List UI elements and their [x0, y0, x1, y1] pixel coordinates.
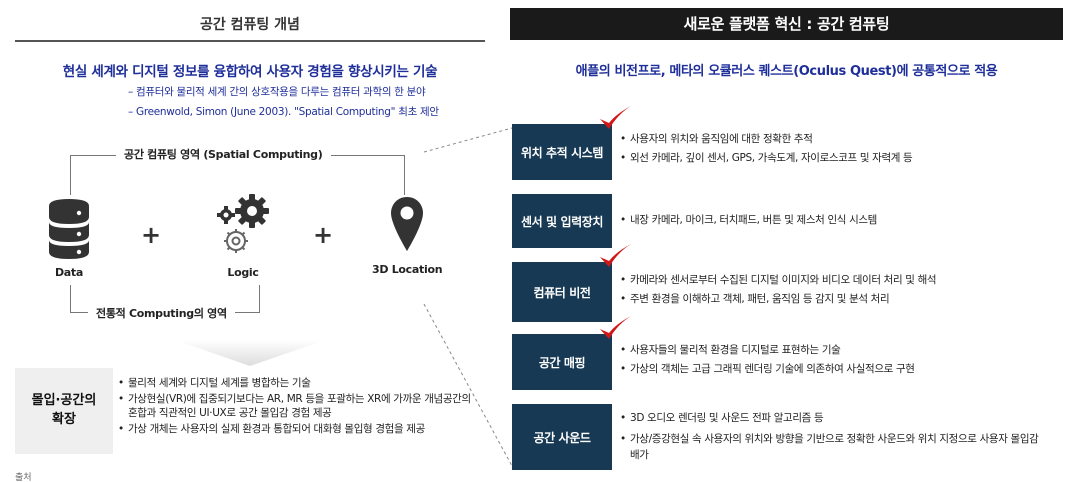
bullet-dot: • [118, 422, 124, 435]
system-bullet-item: • 주변 환경을 이해하고 객체, 패턴, 움직임 등 감지 및 분석 처리 [620, 290, 1060, 309]
system-bullet-text: 3D 오디오 렌더링 및 사운드 전파 알고리즘 등 [630, 412, 824, 424]
right-panel-header: 새로운 플랫폼 혁신 : 공간 컴퓨팅 [510, 8, 1063, 40]
bullet-dot: • [620, 412, 626, 424]
left-title-rule [15, 40, 485, 42]
system-bullet-text: 카메라와 센서로부터 수집된 디지털 이미지와 비디오 데이터 처리 및 해석 [630, 274, 937, 286]
system-desc-sensor-input: • 내장 카메라, 마이크, 터치패드, 버튼 및 제스처 인식 시스템 [620, 211, 1060, 230]
left-headline: 현실 세계와 디지털 정보를 융합하여 사용자 경험을 향상시키는 기술 [62, 64, 438, 80]
system-bullet-item: • 3D 오디오 렌더링 및 사운드 전파 알고리즘 등 [620, 409, 1060, 428]
checkmark-icon [600, 106, 631, 129]
system-box-spatial-mapping: 공간 매핑 [512, 334, 612, 390]
left-bullet-item: • 가상현실(VR)에 집중되기보다는 AR, MR 등을 포괄하는 XR에 가… [118, 392, 478, 421]
plus-sign-1: + [141, 221, 162, 249]
left-bullet-item: • 물리적 세계와 디지털 세계를 병합하는 기술 [118, 376, 478, 391]
database-icon [49, 199, 89, 259]
converge-fan-shape [175, 340, 325, 366]
location-pin-icon [391, 197, 423, 251]
plus-sign-2: + [313, 221, 334, 249]
left-sub-line-2: – Greenwold, Simon (June 2003). "Spatial… [128, 106, 439, 118]
bullet-dot: • [620, 363, 626, 375]
traditional-computing-label: 전통적 Computing의 영역 [88, 305, 235, 321]
system-box-spatial-sound: 공간 사운드 [512, 404, 612, 470]
system-box-sensor-input: 센서 및 입력장치 [512, 194, 612, 248]
bullet-dot: • [620, 274, 626, 286]
system-bullet-item: • 가상/증강현실 속 사용자의 위치와 방향을 기반으로 정확한 사운드와 위치… [620, 431, 1040, 463]
system-bullet-item: • 내장 카메라, 마이크, 터치패드, 버튼 및 제스처 인식 시스템 [620, 211, 1060, 230]
system-bullet-text: 내장 카메라, 마이크, 터치패드, 버튼 및 제스처 인식 시스템 [630, 214, 877, 226]
bullet-dot: • [118, 392, 124, 405]
system-desc-spatial-sound: • 3D 오디오 렌더링 및 사운드 전파 알고리즘 등 • 가상/증강현실 속 사… [620, 409, 1060, 463]
system-bullet-item: • 사용자의 위치와 움직임에 대한 정확한 추적 [620, 130, 1060, 149]
left-footnote: 출처 [15, 473, 32, 482]
system-bullet-item: • 카메라와 센서로부터 수집된 디지털 이미지와 비디오 데이터 처리 및 해석 [620, 271, 1060, 290]
system-bullet-text: 사용자들의 물리적 환경을 디지털로 표현하는 기술 [630, 344, 841, 356]
3d-location-label: 3D Location [372, 263, 443, 276]
system-desc-spatial-mapping: • 사용자들의 물리적 환경을 디지털로 표현하는 기술 • 가상의 객체는 고급 … [620, 341, 1060, 379]
right-headline: 애플의 비전프로, 메타의 오큘러스 퀘스트(Oculus Quest)에 공통… [575, 64, 998, 79]
logic-label: Logic [227, 266, 259, 279]
data-label: Data [54, 266, 84, 279]
system-bullet-text: 가상의 객체는 고급 그래픽 렌더링 기술에 의존하여 사실적으로 구현 [630, 363, 915, 375]
left-bullet-text: 물리적 세계와 디지털 세계를 병합하는 기술 [128, 377, 311, 389]
bullet-dot: • [118, 377, 124, 389]
system-desc-computer-vision: • 카메라와 센서로부터 수집된 디지털 이미지와 비디오 데이터 처리 및 해석… [620, 271, 1060, 309]
bullet-dot: • [620, 433, 626, 445]
immersion-expansion-box: 몰입·공간의 확장 [15, 368, 113, 454]
checkmark-icon [600, 244, 631, 267]
system-desc-position-tracking: • 사용자의 위치와 움직임에 대한 정확한 추적 • 외선 카메라, 깊이 센서,… [620, 130, 1060, 168]
system-bullet-text: 주변 환경을 이해하고 객체, 패턴, 움직임 등 감지 및 분석 처리 [630, 293, 890, 305]
system-bullet-text: 사용자의 위치와 움직임에 대한 정확한 추적 [630, 133, 813, 145]
system-bullet-text: 가상/증강현실 속 사용자의 위치와 방향을 기반으로 정확한 사운드와 위치 … [630, 433, 1039, 461]
left-bullet-text: 가상 개체는 사용자의 실제 환경과 통합되어 대화형 몰입형 경험을 제공 [128, 422, 425, 435]
left-sub-line-1: – 컴퓨터와 물리적 세계 간의 상호작용을 다루는 컴퓨터 과학의 한 분야 [128, 86, 426, 98]
system-bullet-item: • 사용자들의 물리적 환경을 디지털로 표현하는 기술 [620, 341, 1060, 360]
left-bullet-list: • 물리적 세계와 디지털 세계를 병합하는 기술 • 가상현실(VR)에 집중… [118, 376, 478, 436]
left-bullet-item: • 가상 개체는 사용자의 실제 환경과 통합되어 대화형 몰입형 경험을 제공 [118, 422, 478, 437]
bullet-dot: • [620, 293, 626, 305]
gears-icon [217, 194, 269, 253]
system-box-computer-vision: 컴퓨터 비전 [512, 262, 612, 322]
system-bullet-item: • 가상의 객체는 고급 그래픽 렌더링 기술에 의존하여 사실적으로 구현 [620, 360, 1060, 379]
left-panel-title: 공간 컴퓨팅 개념 [200, 17, 300, 33]
system-bullet-item: • 외선 카메라, 깊이 센서, GPS, 가속도계, 자이로스코프 및 자력계 … [620, 149, 1060, 168]
system-box-position-tracking: 위치 추적 시스템 [512, 124, 612, 180]
checkmark-icon [600, 316, 631, 339]
bullet-dot: • [620, 133, 626, 145]
bullet-dot: • [620, 214, 626, 226]
spatial-computing-label: 공간 컴퓨팅 영역 (Spatial Computing) [116, 146, 331, 162]
left-bullet-text: 가상현실(VR)에 집중되기보다는 AR, MR 등을 포괄하는 XR에 가까운… [128, 392, 471, 420]
system-bullet-text: 외선 카메라, 깊이 센서, GPS, 가속도계, 자이로스코프 및 자력계 등 [630, 152, 913, 164]
bullet-dot: • [620, 344, 626, 356]
bullet-dot: • [620, 152, 626, 164]
